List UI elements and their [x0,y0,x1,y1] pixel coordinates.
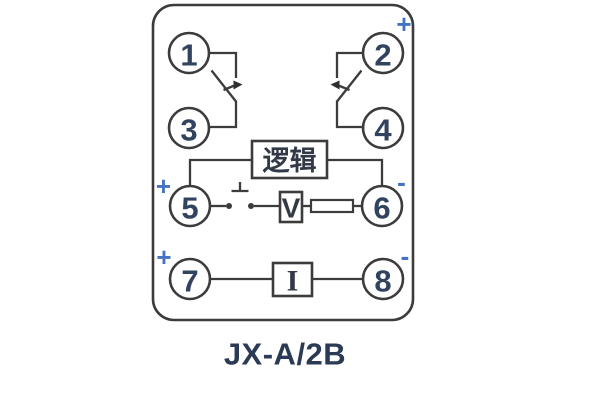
logic-link-right-wire [327,158,384,186]
current-element: I [271,261,314,298]
terminal-7: 7 [168,257,212,301]
logic-box-frame [250,139,329,180]
terminal-6: 6 [360,184,404,228]
terminal-8-circle [361,257,405,301]
polarity-plus-terminal-2: + [396,9,411,39]
model-title: JX-A/2B [224,337,346,372]
polarity-minus-terminal-6: - [397,167,406,197]
terminal-3-label: 3 [180,113,197,148]
terminal-7-circle [168,257,212,301]
voltage-element-label: V [282,193,301,224]
contact-3-wire [209,100,238,129]
terminal-1-circle [167,31,211,75]
resistor-symbol [309,198,355,214]
terminal-3: 3 [167,106,211,150]
terminal-4: 4 [361,106,405,150]
motion-arrow-icon [330,80,340,90]
contact-2-fixed-wire [335,51,363,78]
pushbutton-contact [226,182,254,209]
terminal-5: 5 [168,184,212,228]
terminal-7-label: 7 [181,264,198,299]
terminal-2: 2 [361,31,405,75]
terminal-4-label: 4 [374,113,392,148]
contact-switch-1-3 [209,51,243,129]
terminal-5-circle [168,184,212,228]
terminal-4-circle [361,106,405,150]
contact-2-4-arm [336,69,363,103]
current-circuit: I [210,261,363,298]
terminal-3-circle [167,106,211,150]
logic-block: 逻辑 [188,139,384,186]
logic-box-label: 逻辑 [263,146,317,176]
voltage-circuit: V [210,182,362,224]
terminal-8-label: 8 [374,264,391,299]
voltage-element: V [278,190,304,224]
polarity-plus-terminal-7: + [156,242,171,272]
motion-arrow-icon [233,80,243,90]
terminal-2-label: 2 [374,38,391,73]
terminal-6-label: 6 [373,191,390,226]
terminal-2-circle [361,31,405,75]
terminal-5-label: 5 [181,191,198,226]
motion-arrow-tail [338,84,350,92]
polarity-plus-terminal-5: + [156,171,171,201]
terminal-1-label: 1 [180,38,197,73]
contact-switch-2-4 [330,51,363,129]
relay-case-outline [151,3,415,322]
logic-link-left-wire [188,158,252,186]
pushbutton-contact-dot [226,203,232,209]
terminal-6-circle [360,184,404,228]
contact-1-fixed-wire [209,51,238,78]
pushbutton-contact-dot [248,203,254,209]
terminal-1: 1 [167,31,211,75]
contact-4-wire [335,100,363,129]
polarity-minus-terminal-8: - [401,241,410,271]
motion-arrow-tail [223,84,235,92]
current-element-label: I [287,265,299,298]
terminal-8: 8 [361,257,405,301]
contact-1-3-arm [210,69,237,103]
